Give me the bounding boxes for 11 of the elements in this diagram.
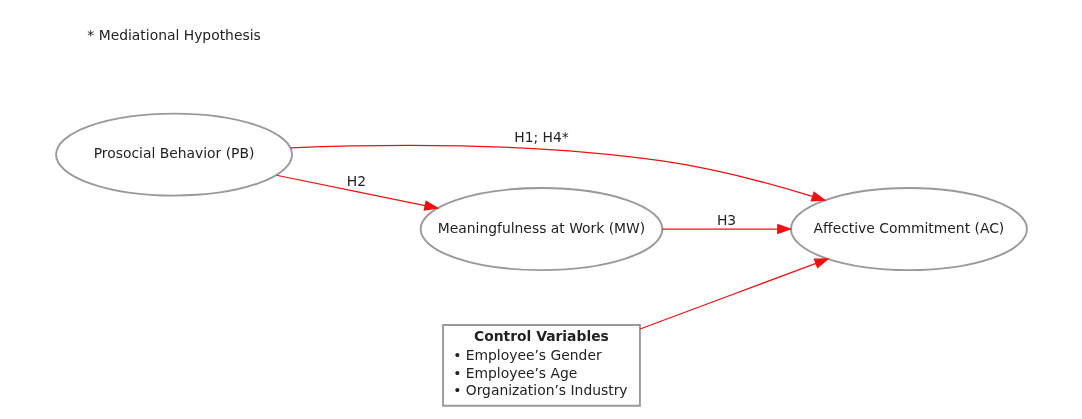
edge-label: H1; H4* (513, 128, 569, 145)
label: * Mediational Hypothesis (86, 26, 261, 43)
arrow (661, 223, 792, 235)
arrow (275, 174, 439, 211)
edge-label: H2 (346, 172, 366, 189)
arrow (289, 144, 827, 202)
node-ellipse: Meaningfulness at Work (MW) (419, 187, 663, 272)
node-ellipse: Prosocial Behavior (PB) (54, 112, 293, 197)
node-box: Control Variables • Employee’s Gender • Employee’s Age • Organization’s Industry (441, 324, 641, 407)
arrow (638, 258, 830, 330)
edge-label: H3 (716, 212, 736, 229)
